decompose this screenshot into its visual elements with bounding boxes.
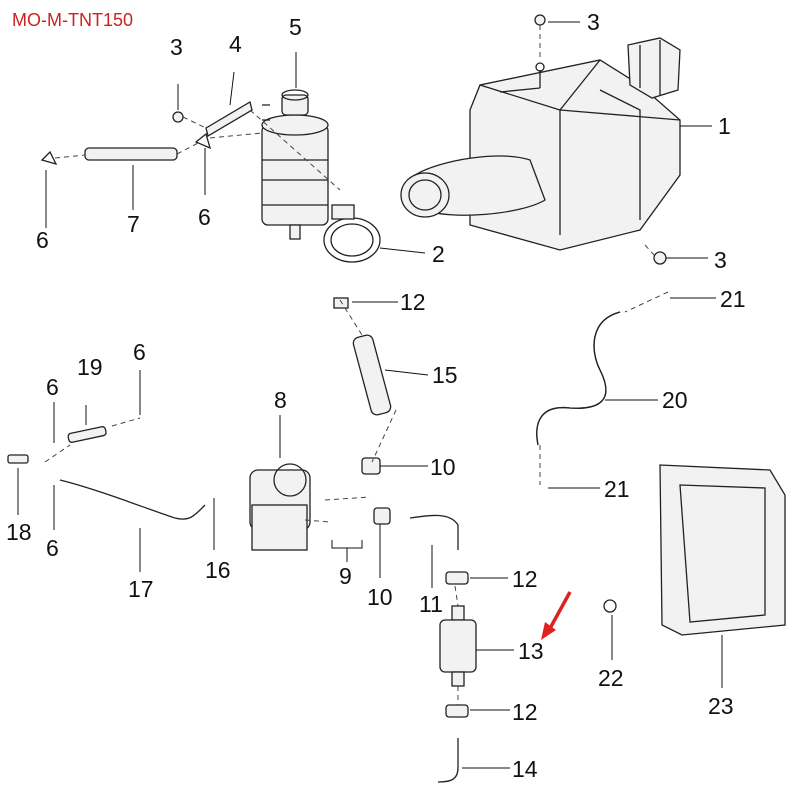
air-filter-element-part <box>659 464 786 636</box>
callout-23: 23 <box>708 693 734 719</box>
callout-3-b: 3 <box>587 9 600 35</box>
hose-clamp-part <box>323 204 381 263</box>
callout-9: 9 <box>339 563 352 589</box>
fuel-line-part <box>59 479 206 520</box>
callout-12-c: 12 <box>512 699 538 725</box>
fitting-part <box>7 454 29 464</box>
callout-18: 18 <box>6 519 32 545</box>
callout-5: 5 <box>289 14 302 40</box>
callout-1: 1 <box>718 113 731 139</box>
callout-6-b: 6 <box>198 204 211 230</box>
callout-14: 14 <box>512 756 538 782</box>
callout-20: 20 <box>662 387 688 413</box>
leader-lines <box>17 21 723 769</box>
callout-4: 4 <box>229 31 242 57</box>
callout-3-c: 3 <box>714 247 727 273</box>
callout-7: 7 <box>127 211 140 237</box>
air-box-part <box>400 37 681 251</box>
callout-19: 19 <box>77 354 103 380</box>
washer-part <box>603 599 617 613</box>
callout-3-a: 3 <box>170 34 183 60</box>
fuel-filter-part <box>439 605 477 687</box>
diagram-code: MO-M-TNT150 <box>12 10 133 30</box>
callout-11: 11 <box>419 591 443 617</box>
highlight-arrow <box>541 591 572 640</box>
callout-15: 15 <box>432 362 458 388</box>
filter-outlet-hose-part <box>437 738 459 783</box>
callout-10-a: 10 <box>430 454 456 480</box>
canister-part <box>261 89 329 240</box>
clamp-part-a <box>361 457 381 475</box>
pump-outlet-hose-part <box>409 514 459 550</box>
callout-13: 13 <box>518 638 544 664</box>
callout-21-b: 21 <box>604 476 630 502</box>
callout-12-a: 12 <box>400 289 426 315</box>
callout-8: 8 <box>274 387 287 413</box>
fuel-line-short-part <box>67 426 107 443</box>
callout-22: 22 <box>598 665 624 691</box>
short-hose-part <box>352 334 392 416</box>
callout-6-a: 6 <box>36 227 49 253</box>
bracket-part <box>205 100 253 138</box>
clip-part-top <box>333 297 349 309</box>
callout-6-c: 6 <box>46 374 59 400</box>
callout-21-a: 21 <box>720 286 746 312</box>
callout-6-d: 6 <box>133 339 146 365</box>
fuel-pump-part <box>249 463 311 551</box>
callout-12-b: 12 <box>512 566 538 592</box>
callout-10-b: 10 <box>367 584 393 610</box>
callout-17: 17 <box>128 576 154 602</box>
callout-2: 2 <box>432 241 445 267</box>
callout-16: 16 <box>205 557 231 583</box>
callout-6-e: 6 <box>46 535 59 561</box>
clamp-part-b <box>373 507 391 525</box>
clip-part-low <box>445 704 469 718</box>
vent-hose-part <box>40 132 212 166</box>
breather-hose-part <box>536 311 621 446</box>
clip-part-mid <box>445 571 469 585</box>
